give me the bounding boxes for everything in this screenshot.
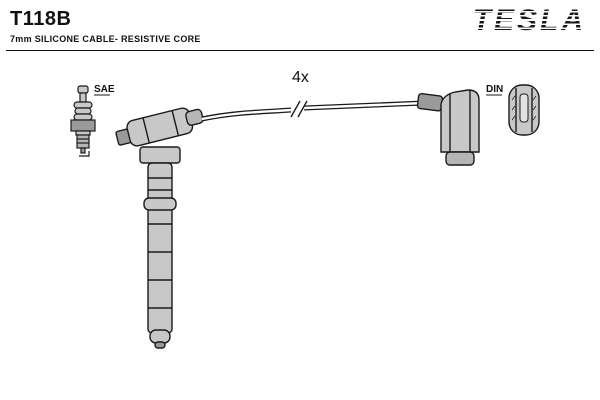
brand-logo: TESLA: [468, 4, 591, 38]
header-divider: [6, 50, 594, 51]
quantity-label: 4x: [292, 69, 309, 86]
spark-plug-drawing: [70, 85, 96, 157]
cable-break-icon: [290, 100, 301, 118]
subtitle: 7mm SILICONE CABLE- RESISTIVE CORE: [10, 34, 201, 44]
cable-drawing: [201, 100, 425, 122]
din-label: DIN: [486, 84, 503, 95]
left-boot-drawing: [115, 107, 204, 349]
part-number: T118B: [10, 8, 72, 30]
right-boot-drawing: [416, 89, 480, 166]
din-cap-drawing: [508, 84, 540, 136]
sae-label: SAE: [94, 84, 115, 95]
